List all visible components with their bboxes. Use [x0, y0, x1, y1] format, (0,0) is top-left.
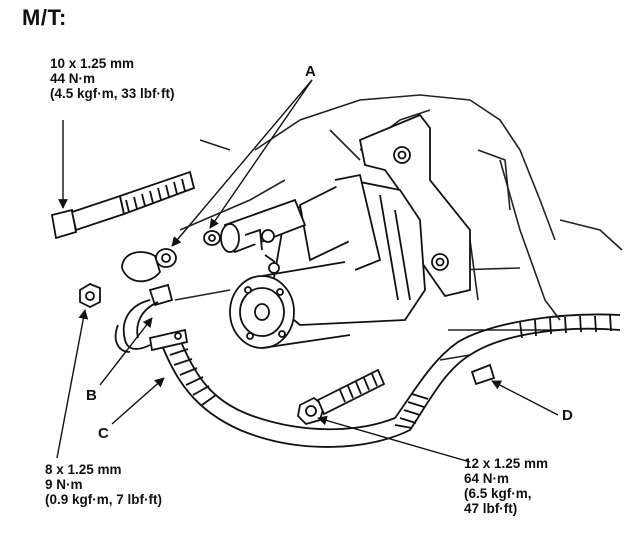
- mounting-bracket: [358, 113, 471, 298]
- spec-top-size: 10 x 1.25 mm: [50, 56, 135, 71]
- torque-spec-top: 10 x 1.25 mm 44 N·m (4.5 kgf·m, 33 lbf·f…: [50, 56, 175, 101]
- spec-br-torque-nm: 64 N·m: [464, 471, 510, 487]
- leader-a-terminal: [209, 79, 313, 229]
- bolt-10mm: [50, 170, 196, 240]
- spec-bl-size: 8 x 1.25 mm: [45, 462, 122, 477]
- spec-br-torque-alt-2: 47 lbf·ft): [464, 501, 518, 517]
- cable-c: [148, 313, 621, 448]
- spec-bl-torque-alt: (0.9 kgf·m, 7 lbf·ft): [45, 492, 162, 508]
- leader-b: [99, 317, 153, 386]
- callout-d: D: [562, 407, 573, 424]
- leader-d: [491, 380, 559, 416]
- starter-motor: [203, 173, 426, 349]
- torque-spec-bottom-left: 8 x 1.25 mm 9 N·m (0.9 kgf·m, 7 lbf·ft): [45, 462, 162, 507]
- callout-a: A: [305, 63, 316, 80]
- spec-top-torque-nm: 44 N·m: [50, 71, 96, 87]
- spec-br-size: 12 x 1.25 mm: [464, 456, 549, 471]
- leader-lines: [56, 79, 559, 463]
- spec-br-torque-alt-1: (6.5 kgf·m,: [464, 486, 532, 502]
- leader-c: [111, 377, 165, 425]
- harness-clip-d: [470, 363, 496, 386]
- bolt-12mm: [297, 368, 386, 426]
- terminal-nut-a: [155, 248, 177, 268]
- leader-br-bolt: [317, 415, 471, 463]
- spec-bl-torque-nm: 9 N·m: [45, 477, 83, 493]
- terminal-boot: [121, 251, 161, 283]
- callout-b: B: [86, 387, 97, 404]
- leader-a-nut: [171, 79, 313, 247]
- callout-c: C: [98, 425, 109, 442]
- torque-spec-bottom-right: 12 x 1.25 mm 64 N·m (6.5 kgf·m, 47 lbf·f…: [464, 456, 548, 516]
- leader-bl-nut: [56, 309, 89, 459]
- page-title: M/T:: [22, 5, 67, 30]
- nut-8mm: [79, 282, 101, 309]
- cable-b: [114, 283, 174, 353]
- spec-top-torque-alt: (4.5 kgf·m, 33 lbf·ft): [50, 86, 175, 102]
